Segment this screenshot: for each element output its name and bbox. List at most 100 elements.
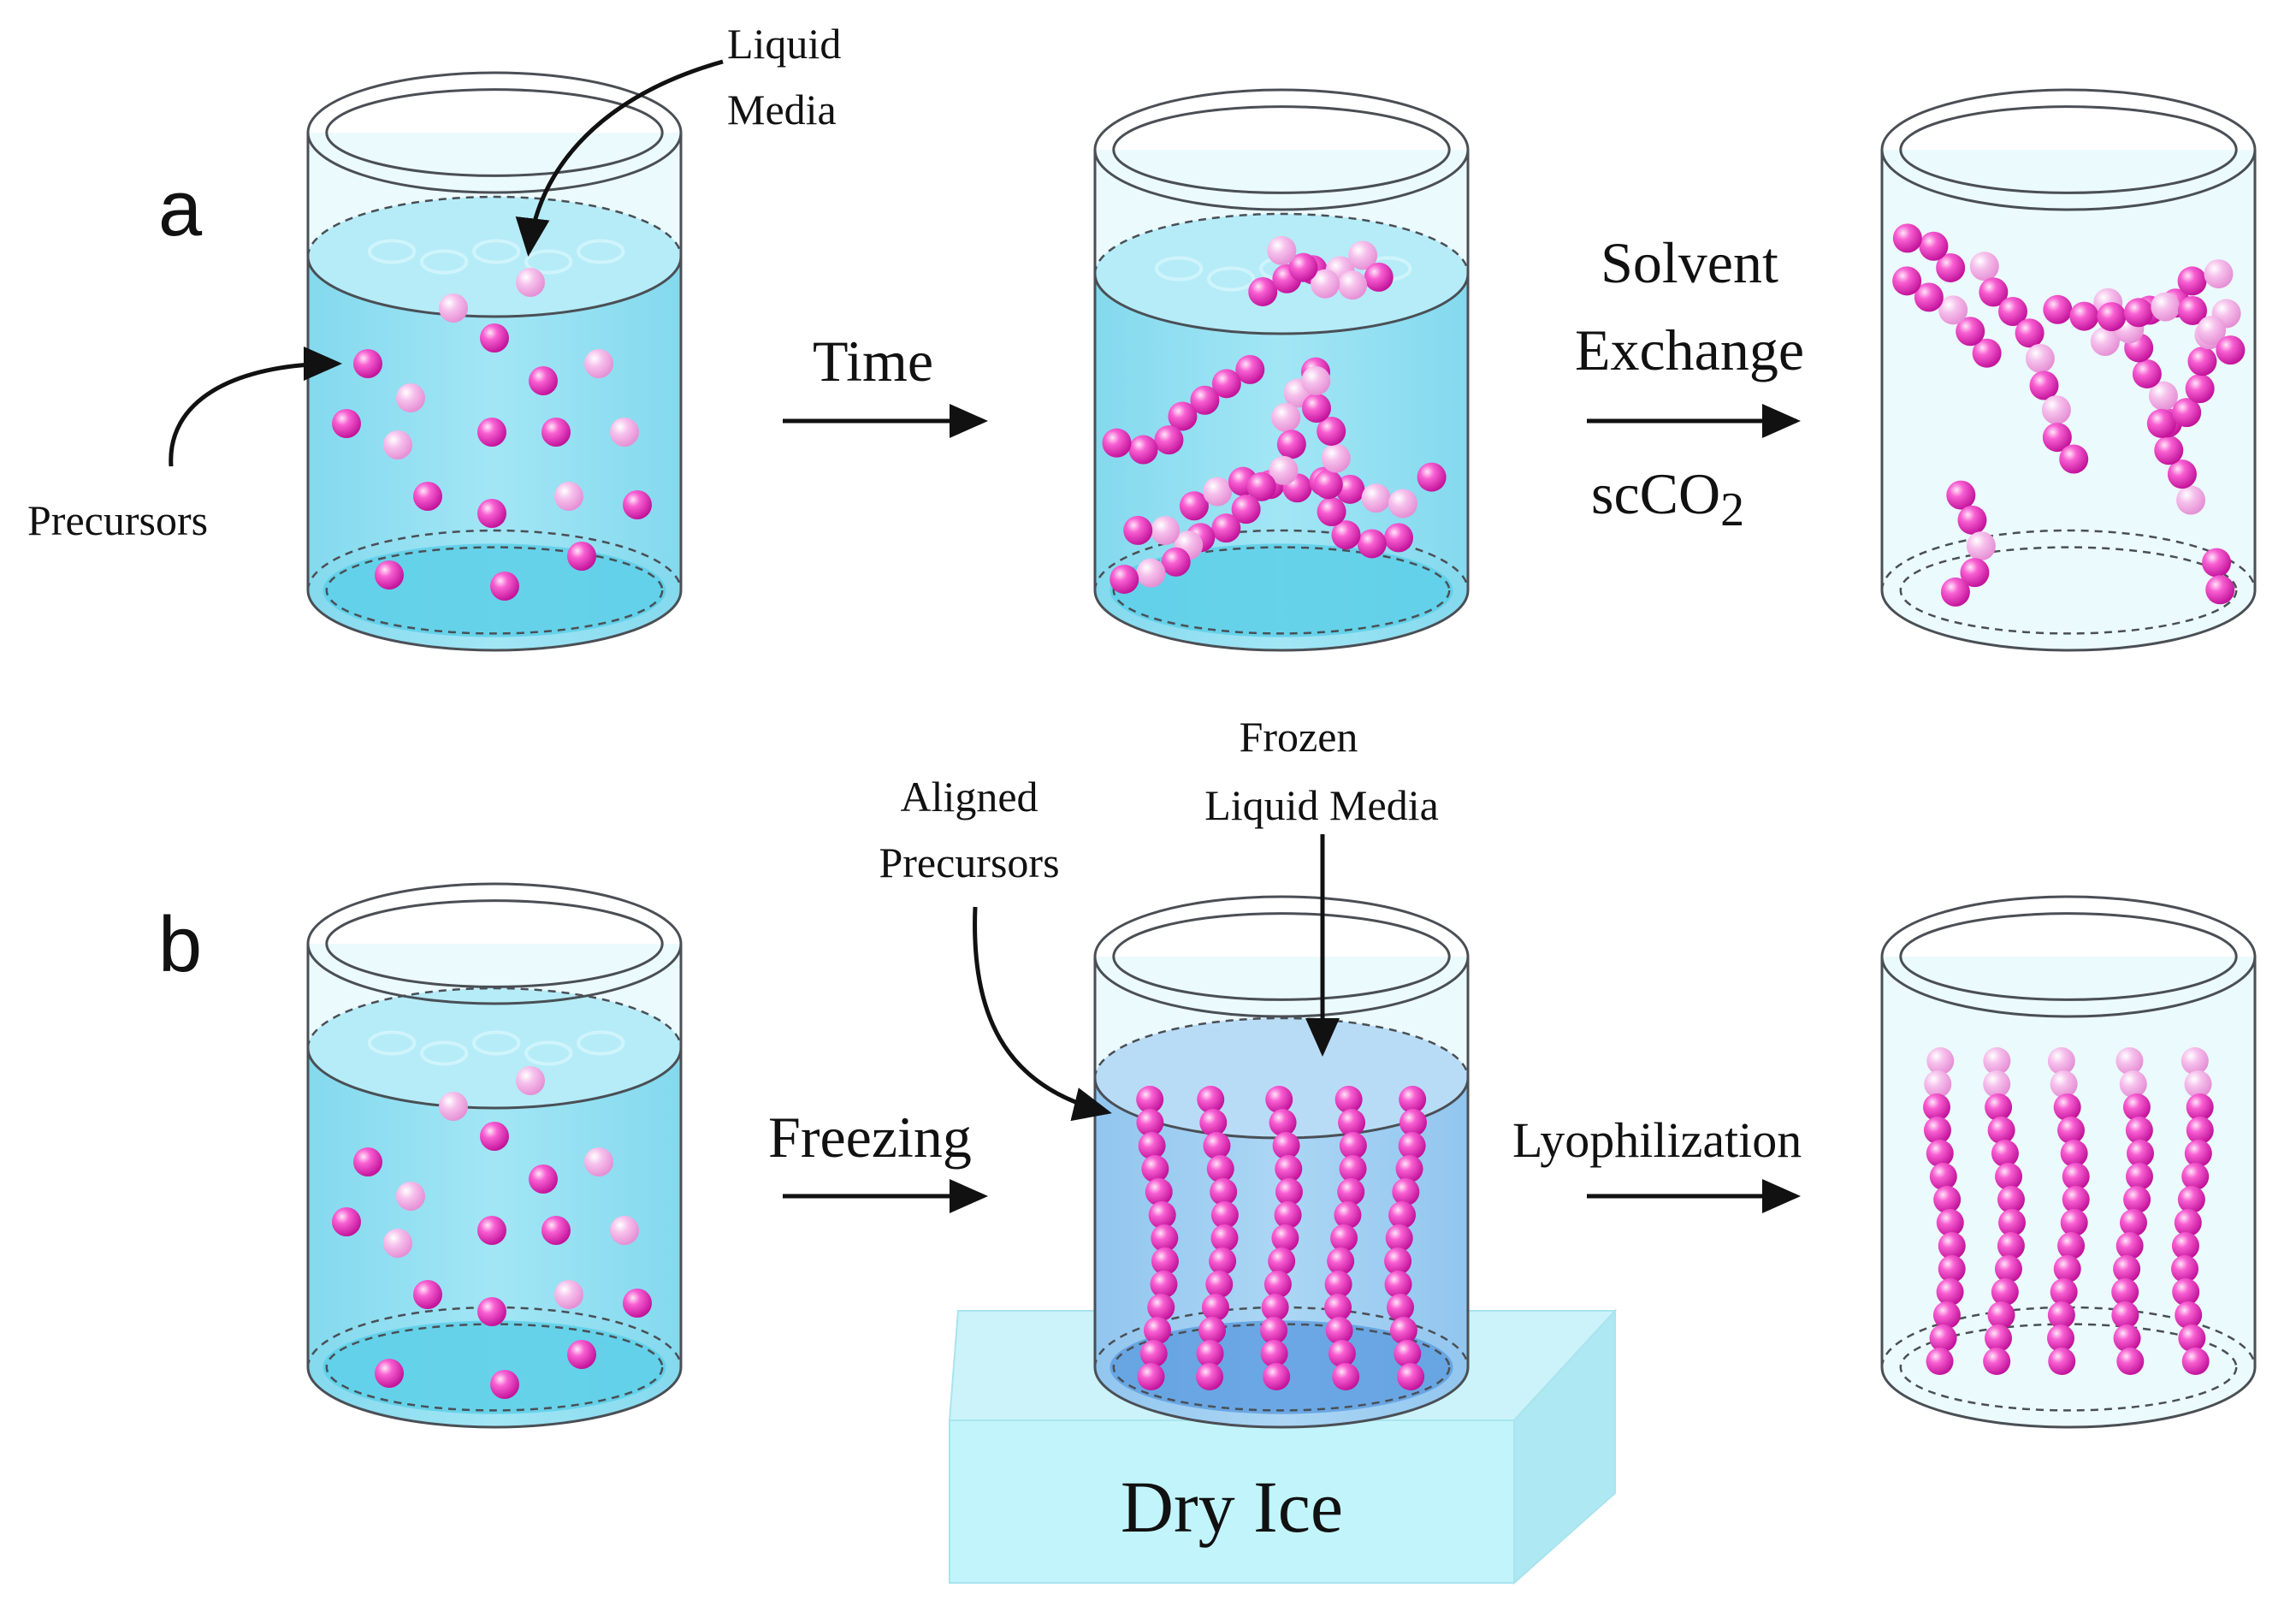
precursor-particle — [1983, 1348, 2011, 1375]
precursor-particle — [1235, 354, 1265, 384]
precursor-particle-faded — [1966, 531, 1996, 561]
precursor-particle — [2029, 370, 2059, 400]
precursor-particle — [1138, 1132, 1166, 1159]
precursor-particle — [2015, 318, 2045, 348]
precursor-particle — [2122, 1093, 2151, 1121]
precursor-particle — [567, 1340, 596, 1369]
precursor-particle-faded — [1983, 1047, 2011, 1075]
precursor-particle — [1330, 1224, 1358, 1252]
precursor-particle — [529, 366, 558, 395]
precursor-particle-faded — [2197, 316, 2227, 346]
precursor-particle — [2125, 1117, 2153, 1144]
precursor-particle — [2175, 1301, 2203, 1329]
precursor-particle — [1327, 1247, 1355, 1275]
precursor-particle — [1417, 462, 1447, 492]
precursor-particle — [2184, 1140, 2212, 1167]
precursor-particle — [2050, 1278, 2078, 1306]
precursor-particle — [1398, 1132, 1426, 1159]
precursor-particle — [477, 499, 506, 528]
frozen-liquid-media-label-line1: Frozen — [1240, 713, 1358, 761]
precursor-particle — [1339, 1132, 1367, 1159]
precursor-particle — [1979, 277, 2009, 307]
precursor-particle-faded — [2184, 1070, 2212, 1098]
precursor-particle — [2202, 548, 2232, 578]
precursor-particle — [2187, 347, 2217, 376]
precursor-particle — [1994, 1255, 2022, 1283]
precursor-particle — [623, 490, 652, 519]
precursor-particle — [1389, 1317, 1417, 1344]
precursor-particle-faded — [1267, 235, 1297, 265]
precursor-particle — [1128, 435, 1158, 465]
precursor-particle-faded — [1136, 558, 1166, 588]
precursor-particle-faded — [383, 1229, 412, 1258]
precursor-particle-faded — [2148, 381, 2178, 411]
precursor-particle — [1136, 1086, 1164, 1113]
precursor-particle — [1985, 1093, 2013, 1121]
precursor-particle — [1110, 564, 1139, 594]
precursor-particle-faded — [2041, 395, 2071, 425]
precursor-particle-faded — [1301, 365, 1331, 395]
precursor-particle — [623, 1289, 652, 1318]
precursor-particle — [2048, 1348, 2076, 1375]
precursor-particle — [1276, 430, 1306, 459]
precursor-particle — [1956, 317, 1985, 347]
precursor-particle — [2053, 1093, 2081, 1121]
precursor-particle — [1357, 529, 1387, 559]
precursor-particle — [353, 349, 382, 378]
precursor-particle — [1936, 252, 1966, 282]
lyophilization-label: Lyophilization — [1512, 1112, 1802, 1168]
precursor-particle — [1268, 1247, 1296, 1275]
precursor-particle — [1137, 1363, 1165, 1390]
precursor-particle — [2057, 1117, 2086, 1144]
precursor-particle — [2172, 1278, 2200, 1306]
precursor-particle — [2047, 1301, 2075, 1329]
precursor-particle — [2205, 575, 2235, 605]
precursor-particle — [1892, 266, 1922, 296]
precursor-particle — [1198, 1317, 1227, 1344]
liquid-surface — [308, 988, 681, 1108]
precursor-particle — [1274, 1201, 1302, 1229]
precursor-particle — [1313, 470, 1343, 500]
panel-letter-a: a — [158, 165, 203, 252]
precursor-particle — [1203, 1132, 1231, 1159]
precursor-particle — [2053, 1255, 2081, 1283]
precursor-particle — [1288, 252, 1318, 282]
precursor-particle — [1328, 1340, 1356, 1367]
precursor-particle — [1914, 282, 1944, 312]
precursor-particle — [413, 1280, 442, 1309]
precursor-particle — [1325, 1317, 1353, 1344]
precursor-particle-faded — [584, 1147, 613, 1176]
precursor-particle — [2132, 359, 2162, 388]
precursor-particle-faded — [439, 1092, 468, 1121]
precursor-particle — [1919, 231, 1949, 261]
precursor-particle — [1384, 1247, 1412, 1275]
precursor-particle-faded — [554, 482, 583, 511]
precursor-particle — [2171, 1255, 2199, 1283]
precursor-particle — [2181, 1163, 2210, 1190]
precursor-particle — [1141, 1155, 1169, 1182]
precursor-particle — [1197, 1086, 1225, 1113]
precursor-particle-faded — [1969, 252, 1999, 281]
precursor-particle — [2186, 1093, 2214, 1121]
precursor-particle — [375, 560, 404, 590]
precursor-particle-faded — [439, 293, 468, 323]
precursor-particle — [1269, 1109, 1297, 1136]
precursor-particle — [1923, 1117, 1951, 1144]
precursor-particle — [1161, 547, 1191, 577]
precursor-particle — [2113, 1255, 2141, 1283]
precursor-particle-faded — [1924, 1070, 1952, 1098]
precursor-particle-faded — [383, 430, 412, 459]
precursor-particle — [1211, 513, 1241, 543]
precursor-particle — [1932, 1301, 1961, 1329]
precursor-particle-faded — [1361, 483, 1391, 513]
precursor-particle-faded — [584, 349, 613, 378]
precursor-particle — [2126, 1140, 2154, 1167]
precursor-particle — [1985, 1324, 2013, 1352]
precursor-particle — [1123, 515, 1153, 545]
precursor-particle-faded — [2204, 259, 2234, 289]
precursor-particle — [1275, 1155, 1303, 1182]
precursor-particle — [1196, 1340, 1224, 1367]
precursor-particle-faded — [2050, 1070, 2078, 1098]
precursor-particle — [1154, 425, 1184, 455]
